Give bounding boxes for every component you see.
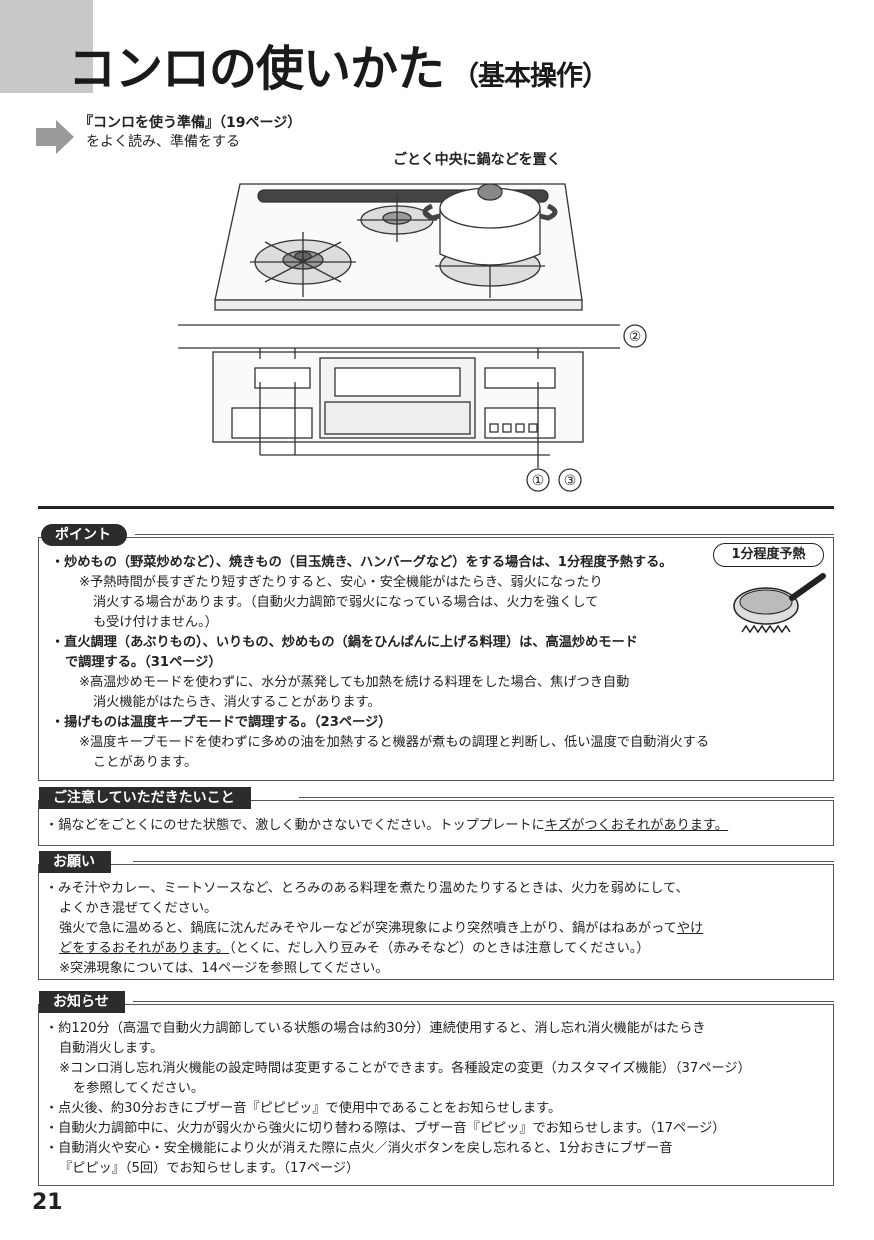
page-number: 21 <box>32 1190 63 1215</box>
notice-line-6: ・自動火力調節中に、火力が弱火から強火に切り替わる際は、ブザー音『ピピッ』でお知… <box>45 1121 726 1136</box>
notice-line-7: ・自動消火や安心・安全機能により火が消えた際に点火／消火ボタンを戻し忘れると、1… <box>45 1141 673 1156</box>
notice-line-2: 自動消火します。 <box>59 1041 164 1056</box>
caution-text: ・鍋などをごとくにのせた状態で、激しく動かさないでください。トッププレートにキズ… <box>45 818 729 833</box>
request-tag: お願い <box>39 851 111 873</box>
burner-back <box>357 194 437 242</box>
page-title: コンロの使いかた（基本操作） <box>68 41 609 97</box>
caution-box: ご注意していただきたいこと ・鍋などをごとくにのせた状態で、激しく動かさないでく… <box>38 787 834 846</box>
corner-tab <box>0 0 93 93</box>
prep-line-1: 『コンロを使う準備』（19ページ） <box>79 115 302 131</box>
point-line-3: 消火する場合があります。（自動火力調節で弱火になっている場合は、火力を強くして <box>93 595 599 610</box>
point-line-4: も受け付けません。） <box>93 615 218 630</box>
marker-3: ③ <box>564 473 577 489</box>
notice-line-3: ※コンロ消し忘れ消火機能の設定時間は変更することができます。各種設定の変更（カス… <box>59 1061 751 1076</box>
request-line-3: 強火で急に温めると、鍋底に沈んだみそやルーなどが突沸現象により突然噴き上がり、鍋… <box>59 921 704 936</box>
request-box: お願い ・みそ汁やカレー、ミートソースなど、とろみのある料理を煮たり温めたりする… <box>38 851 834 980</box>
burner-left <box>250 232 356 297</box>
prep-note: 『コンロを使う準備』（19ページ） をよく読み、準備をする <box>79 114 301 152</box>
point-line-8: 消火機能がはたらき、消火することがあります。 <box>93 695 381 710</box>
point-line-11: ことがあります。 <box>93 755 198 770</box>
notice-line-1: ・約120分（高温で自動火力調節している状態の場合は約30分）連続使用すると、消… <box>45 1021 706 1036</box>
frying-pan-icon <box>733 573 826 634</box>
marker-2: ② <box>629 329 642 345</box>
request-line-2: よくかき混ぜてください。 <box>59 901 218 916</box>
arrow-right-icon <box>36 120 74 154</box>
point-line-2: ※予熱時間が長すぎたり短すぎたりすると、安心・安全機能がはたらき、弱火になったり <box>79 575 603 590</box>
point-box: ポイント ・炒めもの（野菜炒めなど）、焼きもの（目玉焼き、ハンバーグなど）をする… <box>38 524 834 781</box>
prep-line-2: をよく読み、準備をする <box>86 134 240 150</box>
notice-line-5: ・点火後、約30分おきにブザー音『ピピピッ』で使用中であることをお知らせします。 <box>45 1101 562 1116</box>
point-line-6: で調理する。（31ページ） <box>65 655 222 670</box>
page-subtitle: （基本操作） <box>452 61 609 92</box>
preheat-badge: 1分程度予熱 <box>713 543 824 567</box>
point-tag: ポイント <box>41 524 127 546</box>
notice-line-8: 『ピピッ』（5回）でお知らせします。（17ページ） <box>59 1161 360 1176</box>
stove-illustration: ② ① ③ <box>178 183 647 492</box>
point-line-9: ・揚げものは温度キープモードで調理する。（23ページ） <box>51 715 392 730</box>
caution-tag: ご注意していただきたいこと <box>39 787 251 809</box>
pot-callout: ごとく中央に鍋などを置く <box>393 152 561 168</box>
section-divider <box>38 506 834 509</box>
request-line-1: ・みそ汁やカレー、ミートソースなど、とろみのある料理を煮たり温めたりするときは、… <box>45 881 689 896</box>
marker-1: ① <box>532 473 545 489</box>
notice-tag: お知らせ <box>39 991 125 1013</box>
notice-box: お知らせ ・約120分（高温で自動火力調節している状態の場合は約30分）連続使用… <box>38 991 834 1186</box>
point-line-7: ※高温炒めモードを使わずに、水分が蒸発しても加熱を続ける料理をした場合、焦げつき… <box>79 675 630 690</box>
request-line-5: ※突沸現象については、14ページを参照してください。 <box>59 961 389 976</box>
point-line-1: ・炒めもの（野菜炒めなど）、焼きもの（目玉焼き、ハンバーグなど）をする場合は、1… <box>51 555 673 570</box>
pot <box>422 183 558 266</box>
notice-line-4: を参照してください。 <box>73 1081 205 1096</box>
point-line-5: ・直火調理（あぶりもの）、いりもの、炒めもの（鍋をひんぱんに上げる料理）は、高温… <box>51 635 638 650</box>
point-line-10: ※温度キープモードを使わずに多めの油を加熱すると機器が煮もの調理と判断し、低い温… <box>79 735 710 750</box>
request-line-4: どをするおそれがあります。（とくに、だし入り豆みそ（赤みそなど）のときは注意して… <box>59 941 650 956</box>
